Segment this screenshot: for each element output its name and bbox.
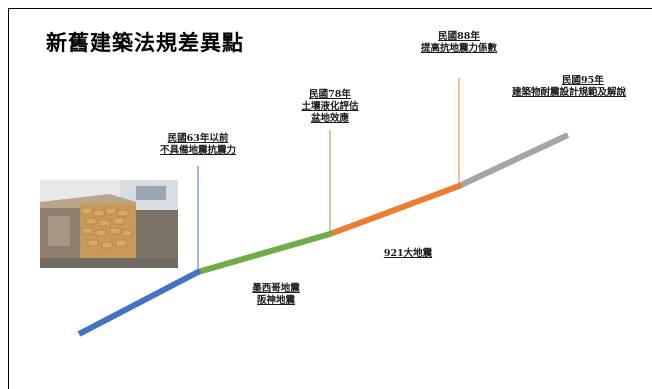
timeline-segment-gray bbox=[457, 132, 570, 189]
slide-frame bbox=[8, 8, 652, 389]
timeline-node-m63 bbox=[195, 269, 201, 275]
event-label-e2: 921大地震 bbox=[383, 248, 433, 259]
milestone-label-m88: 民國88年 提高抗地震力係數 bbox=[420, 31, 497, 54]
milestone-label-m95: 民國95年 建築物耐震設計規範及解說 bbox=[512, 75, 627, 98]
timeline-segment-blue bbox=[77, 269, 200, 337]
slide-title: 新舊建築法規差異點 bbox=[46, 30, 244, 55]
timeline-node-m78 bbox=[327, 231, 333, 237]
timeline-diagram bbox=[77, 78, 570, 337]
timeline-segment-orange bbox=[328, 183, 461, 237]
event-label-e1: 墨西哥地震 阪神地震 bbox=[252, 283, 300, 306]
milestone-label-m78: 民國78年 土壤液化評估 盆地效應 bbox=[301, 89, 359, 124]
timeline-node-m88 bbox=[456, 183, 462, 189]
milestone-label-m63: 民國63年以前 不具備地震抗震力 bbox=[159, 133, 236, 156]
old-brick-house-photo bbox=[40, 180, 178, 268]
timeline-segment-green bbox=[197, 231, 331, 275]
